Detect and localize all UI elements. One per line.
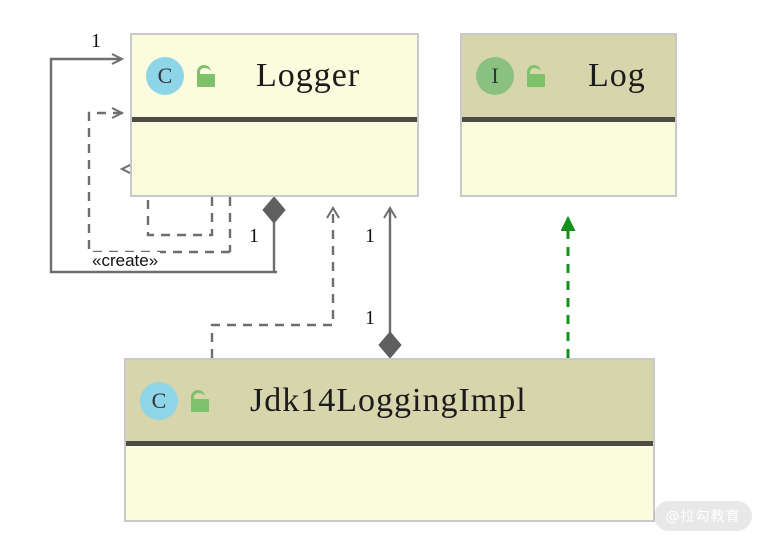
uml-class-logger-name: Logger	[256, 57, 361, 94]
uml-class-log-body	[462, 122, 675, 194]
multiplicity-label-dependency-jdk14: 1	[365, 225, 375, 247]
multiplicity-label-self-association: 1	[91, 30, 101, 52]
class-badge-icon: C	[146, 57, 184, 95]
uml-class-log-header: I Log	[462, 35, 675, 122]
interface-badge-icon: I	[476, 57, 514, 95]
uml-class-jdk14loggingimpl-header: C Jdk14LoggingImpl	[126, 360, 653, 446]
uml-class-log[interactable]: I Log	[460, 33, 677, 197]
relationship-dependency-jdk14-logger	[210, 206, 340, 358]
uml-class-jdk14loggingimpl-body	[126, 446, 653, 519]
uml-class-jdk14loggingimpl[interactable]: C Jdk14LoggingImpl	[124, 358, 655, 522]
class-badge-icon: C	[140, 381, 178, 420]
relationship-aggregation-jdk14	[378, 206, 402, 359]
multiplicity-label-aggregation-jdk14: 1	[365, 307, 375, 329]
stereotype-label-create: «create»	[90, 251, 161, 270]
uml-class-logger-body	[132, 122, 417, 194]
uml-class-logger[interactable]: C Logger	[130, 33, 419, 197]
uml-class-jdk14loggingimpl-name: Jdk14LoggingImpl	[250, 381, 527, 419]
unlock-icon	[524, 63, 548, 89]
multiplicity-label-aggregation-logger: 1	[249, 225, 259, 247]
unlock-icon	[188, 388, 212, 414]
uml-class-log-name: Log	[588, 57, 646, 94]
uml-class-logger-header: C Logger	[132, 35, 417, 122]
unlock-icon	[194, 63, 218, 89]
relationship-aggregation-logger	[262, 196, 286, 272]
watermark: @拉勾教育	[654, 501, 752, 531]
relationship-self-association	[49, 53, 277, 274]
